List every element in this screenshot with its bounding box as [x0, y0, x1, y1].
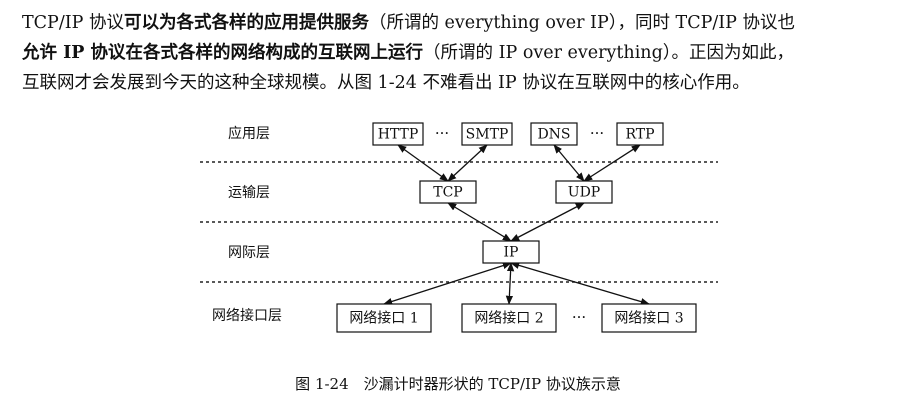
svg-text:网络接口 2: 网络接口 2	[474, 310, 543, 327]
svg-text:SMTP: SMTP	[466, 127, 509, 143]
paragraph-line-2: 允许 IP 协议在各式各样的网络构成的互联网上运行（所谓的 IP over ev…	[22, 38, 908, 68]
layer-label-transport: 运输层	[228, 185, 270, 201]
layer-label-app: 应用层	[228, 125, 270, 142]
svg-text:TCP: TCP	[433, 185, 462, 201]
layer-label-internet: 网际层	[228, 245, 270, 261]
edge-udp-ip	[510, 202, 585, 242]
node-rtp: RTP	[616, 122, 664, 146]
paragraph-segment: 互联网才会发展到今天的这种全球规模。从图 1-24 不难看出 IP 协议在互联网…	[22, 73, 750, 93]
node-dns: DNS	[530, 122, 578, 146]
node-net3: 网络接口 3	[601, 303, 697, 333]
edge-tcp-ip	[447, 202, 512, 242]
paragraph-segment: TCP/IP 协议	[22, 13, 124, 33]
edge-rtp-udp	[583, 144, 641, 182]
ellipsis-link: ···	[572, 308, 586, 326]
paragraph-segment: 可以为各式各样的应用提供服务	[123, 13, 369, 33]
layer-label-link: 网络接口层	[212, 307, 282, 324]
paragraph-line-3: 互联网才会发展到今天的这种全球规模。从图 1-24 不难看出 IP 协议在互联网…	[22, 68, 908, 98]
svg-text:HTTP: HTTP	[378, 127, 419, 143]
svg-text:RTP: RTP	[625, 127, 654, 143]
paragraph-segment: （所谓的 IP over everything）。正因为如此，	[423, 43, 795, 63]
svg-text:网络接口 3: 网络接口 3	[614, 310, 683, 327]
edge-net3-ip	[510, 261, 650, 306]
intro-paragraph: TCP/IP 协议可以为各式各样的应用提供服务（所谓的 everything o…	[22, 8, 908, 98]
edge-smtp-tcp	[447, 144, 488, 182]
paragraph-line-1: TCP/IP 协议可以为各式各样的应用提供服务（所谓的 everything o…	[22, 8, 908, 38]
svg-text:UDP: UDP	[568, 185, 600, 201]
svg-text:IP: IP	[504, 245, 519, 261]
paragraph-segment: （所谓的 everything over IP），同时 TCP/IP 协议也	[368, 13, 796, 33]
figure-caption: 图 1-24 沙漏计时器形状的 TCP/IP 协议族示意	[295, 375, 621, 393]
paragraph-segment: 允许 IP 协议在各式各样的网络构成的互联网上运行	[22, 43, 424, 63]
svg-text:网络接口 1: 网络接口 1	[349, 310, 418, 327]
edge-dns-udp	[553, 144, 585, 182]
node-net1: 网络接口 1	[336, 303, 432, 333]
node-udp: UDP	[555, 180, 613, 204]
svg-text:DNS: DNS	[537, 127, 570, 143]
node-tcp: TCP	[419, 180, 477, 204]
node-net2: 网络接口 2	[461, 303, 557, 333]
node-smtp: SMTP	[461, 122, 513, 146]
edge-net2-ip	[505, 262, 515, 305]
ellipsis-app-1: ···	[435, 124, 449, 142]
edge-http-tcp	[397, 144, 449, 182]
protocol-edges	[383, 144, 650, 306]
node-ip: IP	[482, 240, 540, 264]
ellipsis-app-2: ···	[590, 124, 604, 142]
edge-net1-ip	[383, 262, 512, 305]
node-http: HTTP	[372, 122, 424, 146]
